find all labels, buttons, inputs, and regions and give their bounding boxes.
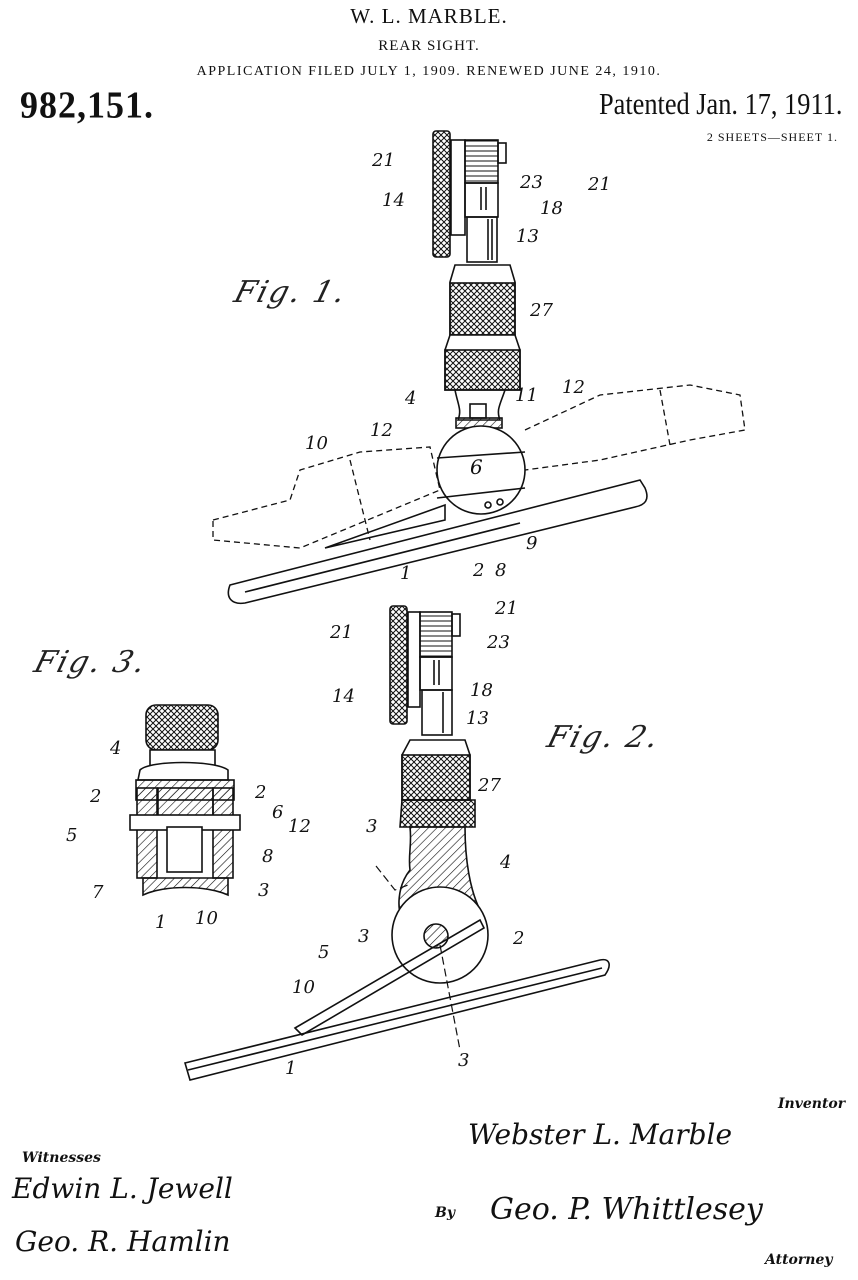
fig1-ref: 11	[515, 385, 538, 406]
attorney-signature: Geo. P. Whittlesey	[490, 1192, 763, 1227]
fig3-ref: 5	[66, 825, 78, 846]
figure-2-drawing	[183, 605, 610, 1081]
fig1-ref: 21	[372, 150, 395, 171]
fig2-ref: 1	[285, 1058, 297, 1079]
sheet-count: 2 SHEETS—SHEET 1.	[706, 130, 838, 144]
fig2-ref: 27	[478, 775, 501, 796]
filing-info: APPLICATION FILED JULY 1, 1909. RENEWED …	[196, 64, 662, 79]
fig3-ref: 10	[195, 908, 218, 929]
fig3-ref: 3	[258, 880, 270, 901]
witnesses-label: Witnesses	[22, 1150, 101, 1166]
fig3-ref: 2	[90, 786, 102, 807]
patented-date: Patented Jan. 17, 1911.	[598, 86, 842, 121]
fig2-ref: 2	[513, 928, 525, 949]
fig3-ref: 2	[255, 782, 267, 803]
fig1-ref: 21	[588, 174, 611, 195]
witness-1-signature: Edwin L. Jewell	[12, 1172, 233, 1205]
fig1-ref: 9	[526, 533, 538, 554]
fig1-ref: 12	[562, 377, 585, 398]
fig1-ref: 27	[530, 300, 553, 321]
patent-title: REAR SIGHT.	[378, 38, 480, 54]
attorney-label: Attorney	[765, 1252, 833, 1268]
fig2-ref: 3	[458, 1050, 470, 1071]
fig3-ref: 1	[155, 912, 167, 933]
figure-3-label: Fig. 3.	[30, 645, 152, 680]
fig1-ref: 18	[540, 198, 563, 219]
fig2-ref: 21	[495, 598, 518, 619]
fig3-ref: 7	[92, 882, 104, 903]
fig1-ref: 12	[370, 420, 393, 441]
fig2-ref: 14	[332, 686, 355, 707]
fig1-ref: 1	[400, 563, 412, 584]
fig1-ref: 14	[382, 190, 405, 211]
fig3-ref: 4	[110, 738, 122, 759]
fig1-ref: 2	[473, 560, 485, 581]
fig1-ref: 13	[516, 226, 539, 247]
figure-2-label: Fig. 2.	[543, 720, 665, 755]
fig1-ref: 23	[520, 172, 543, 193]
fig1-ref: 8	[495, 560, 507, 581]
fig1-ref: 6	[470, 455, 483, 479]
fig2-ref: 18	[470, 680, 493, 701]
figure-3-drawing	[129, 704, 241, 897]
patent-number: 982,151.	[20, 84, 154, 126]
by-label: By	[435, 1205, 455, 1221]
fig2-ref: 21	[330, 622, 353, 643]
figure-1-drawing	[212, 130, 746, 605]
fig2-ref: 13	[466, 708, 489, 729]
fig2-ref: 5	[318, 942, 330, 963]
fig3-ref: 6	[272, 802, 284, 823]
fig1-ref: 4	[405, 388, 417, 409]
witness-2-signature: Geo. R. Hamlin	[15, 1225, 231, 1258]
fig3-ref: 8	[262, 846, 274, 867]
fig2-ref: 3	[366, 816, 378, 837]
fig1-ref: 10	[305, 433, 328, 454]
fig2-ref: 10	[292, 977, 315, 998]
inventor-signature: Webster L. Marble	[468, 1118, 733, 1151]
fig2-ref: 23	[487, 632, 510, 653]
inventor-label: Inventor	[778, 1096, 846, 1112]
fig2-ref: 4	[500, 852, 512, 873]
fig2-ref: 3	[358, 926, 370, 947]
inventor-header: W. L. MARBLE.	[350, 4, 508, 28]
figure-1-label: Fig. 1.	[230, 275, 352, 310]
fig3-ref: 12	[288, 816, 311, 837]
